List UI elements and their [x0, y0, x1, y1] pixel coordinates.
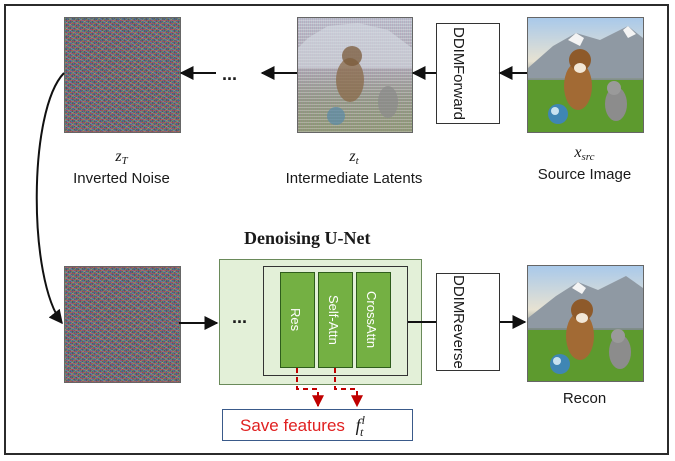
self-attn-block-label: Self-Attn	[326, 295, 341, 345]
inverted-noise-input-image	[64, 266, 181, 383]
intermediate-symbol: zt	[349, 148, 359, 167]
unet-title: Denoising U-Net	[244, 228, 371, 248]
latent-dog-silhouette	[298, 23, 412, 125]
ddim-reverse-line1: DDIM	[450, 274, 467, 314]
arrow-noise-loop	[35, 72, 65, 325]
cross-attn-block-label: CrossAttn	[364, 291, 379, 349]
ddim-forward-line1: DDIM	[450, 26, 467, 66]
ddim-forward-label: DDIM Forward	[449, 23, 468, 124]
res-block: Res	[280, 272, 315, 368]
source-dog-cat-photo	[528, 26, 643, 132]
inverted-noise-image	[64, 17, 181, 133]
dashed-arrow-self-attn	[334, 368, 363, 408]
source-label: Source Image	[537, 166, 632, 183]
self-attn-block: Self-Attn	[318, 272, 353, 368]
save-features-label: Save features	[240, 416, 345, 435]
ddim-forward-box	[436, 23, 500, 124]
inverted-noise-symbol: zT	[115, 148, 128, 167]
inverted-noise-label: Inverted Noise	[73, 170, 170, 187]
source-image	[527, 17, 644, 133]
ddim-reverse-box	[436, 273, 500, 371]
intermediate-latent-image	[297, 17, 413, 133]
cross-attn-block: CrossAttn	[356, 272, 391, 368]
dashed-arrow-res	[296, 368, 324, 408]
recon-dog-cat-photo	[528, 276, 643, 381]
unet-ellipsis: ...	[232, 307, 248, 327]
recon-label: Recon	[562, 390, 607, 407]
save-features-symbol: flt	[355, 413, 365, 439]
res-block-label: Res	[288, 308, 303, 332]
save-features-box	[222, 409, 413, 441]
intermediate-label: Intermediate Latents	[285, 170, 423, 187]
recon-image	[527, 265, 644, 382]
top-ellipsis: ...	[222, 64, 238, 84]
ddim-forward-line2: Forward	[450, 65, 467, 121]
ddim-reverse-line2: Reverse	[450, 313, 467, 370]
save-features-text: Save features flt	[240, 413, 365, 440]
source-symbol: xsrc	[574, 144, 595, 163]
ddim-reverse-label: DDIM Reverse	[449, 273, 468, 371]
